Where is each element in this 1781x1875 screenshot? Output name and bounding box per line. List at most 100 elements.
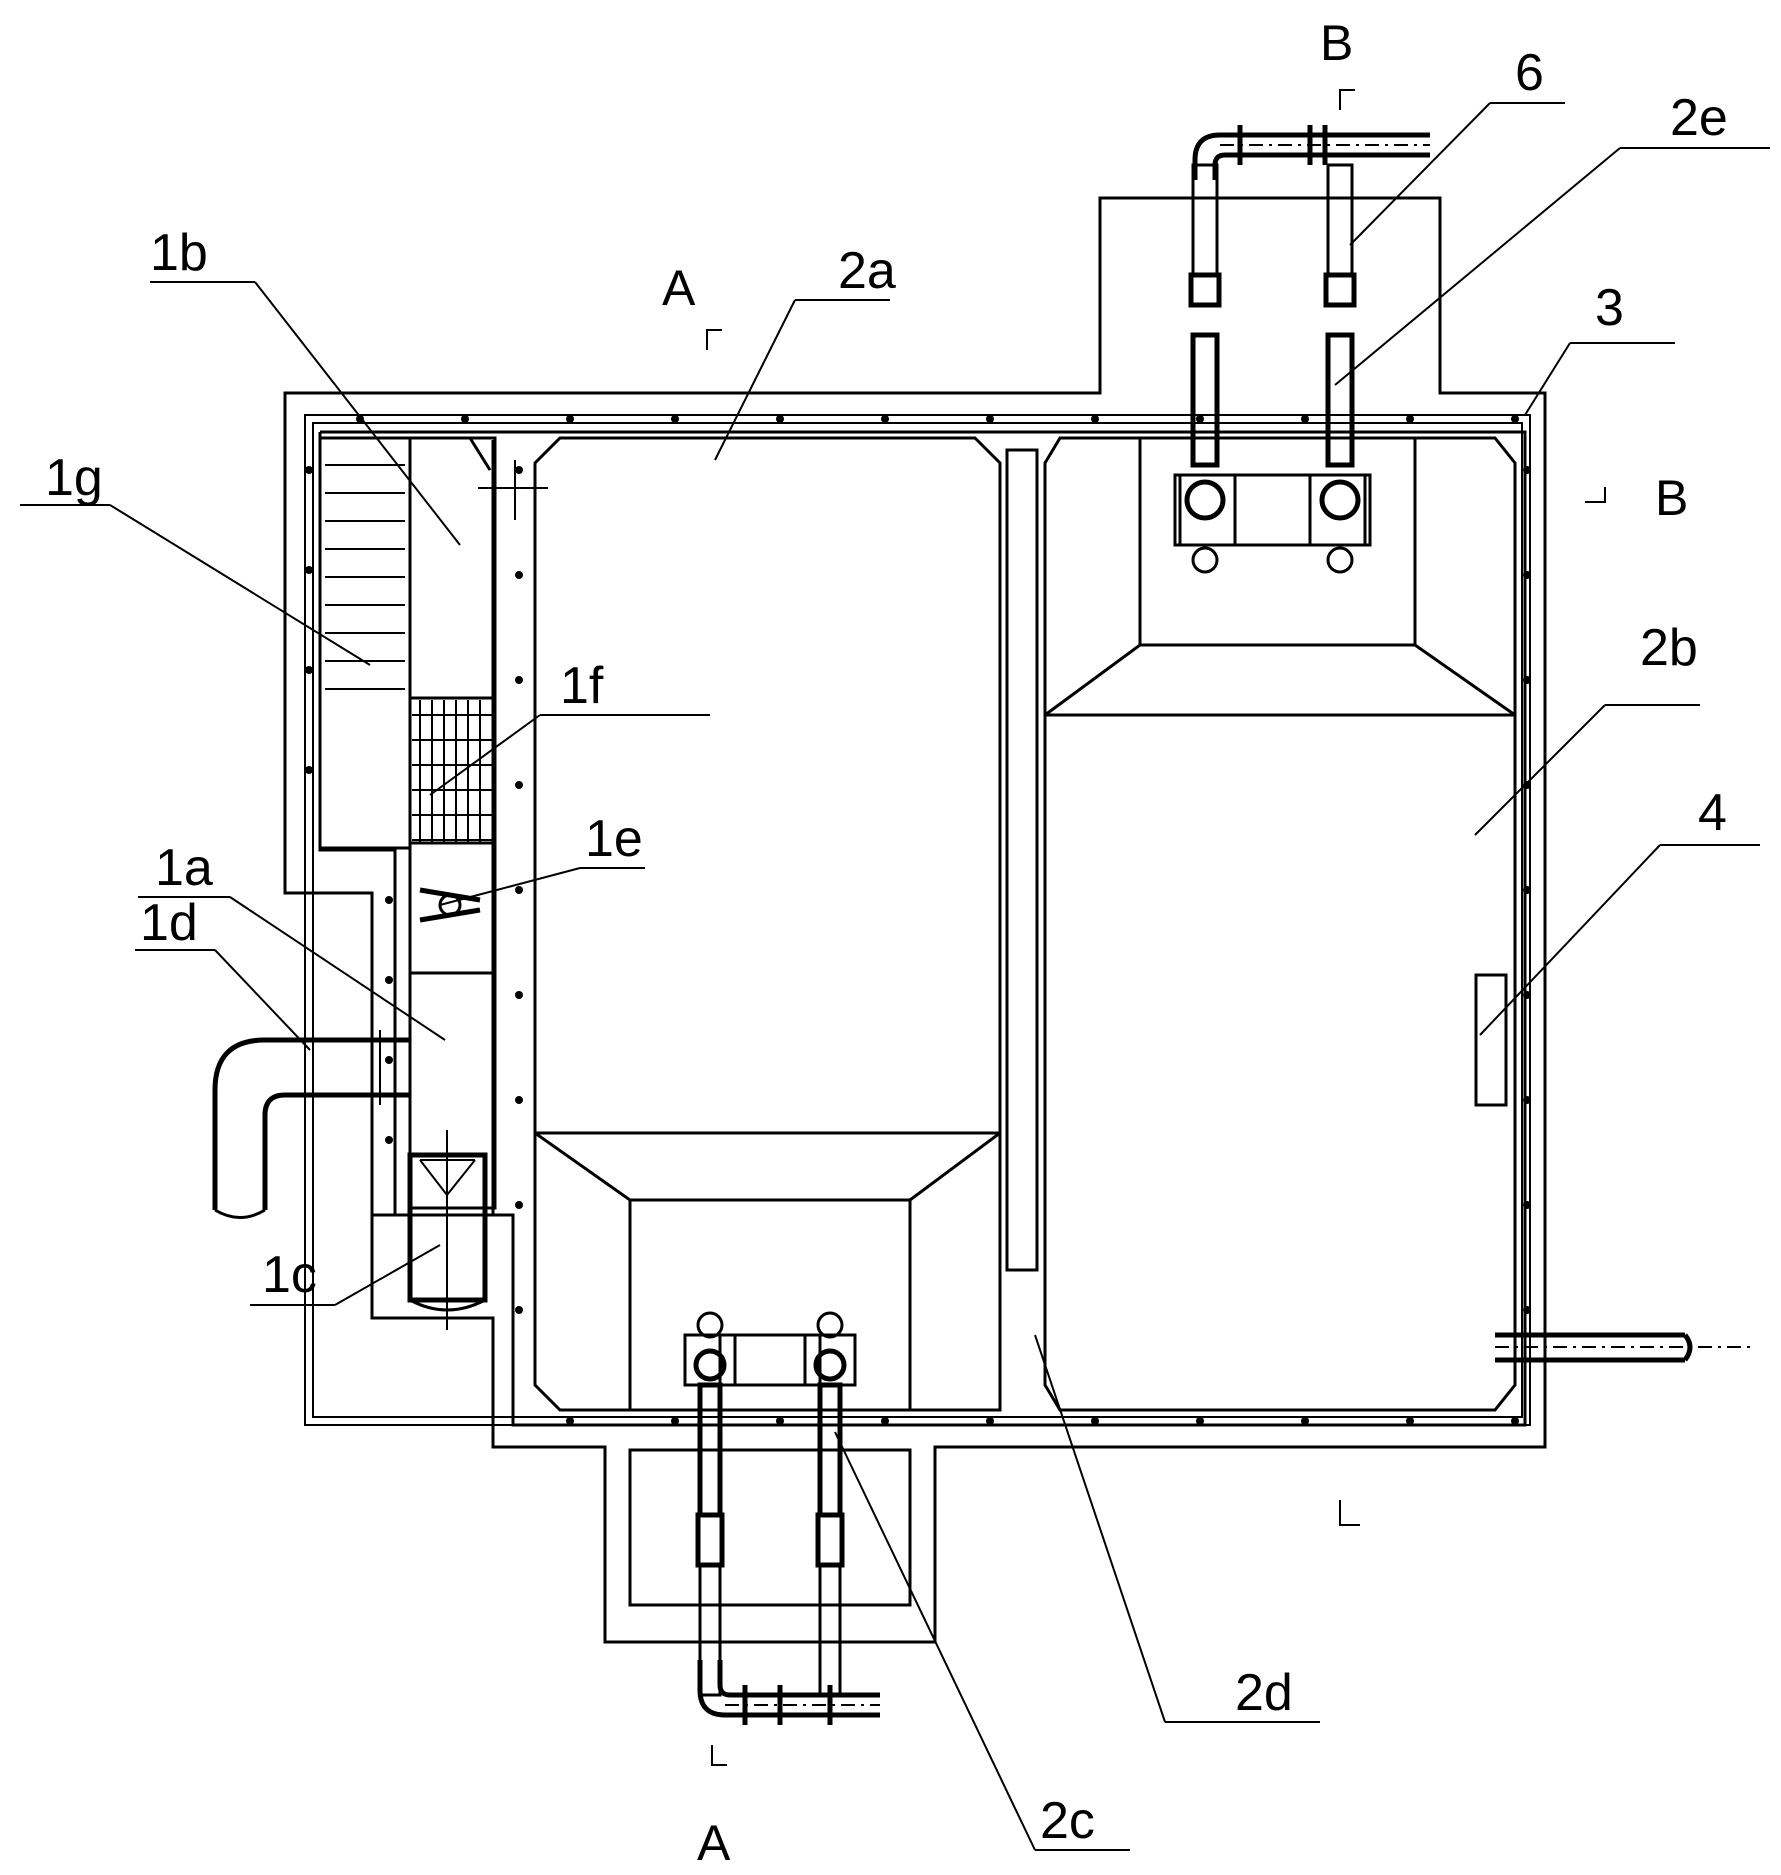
label-1d: 1d [140, 894, 198, 952]
rim-dot [1523, 571, 1531, 579]
rim-dot [515, 991, 523, 999]
rim-dot [1523, 676, 1531, 684]
pump-impeller [1184, 479, 1226, 521]
tank-2b [1043, 436, 1517, 1412]
pump-foot [696, 1311, 724, 1339]
rim-dot [385, 1056, 393, 1064]
pipe-flange [695, 1512, 725, 1568]
section-b-top: B [1320, 15, 1353, 71]
rim-dot [385, 1136, 393, 1144]
rim-dot [305, 566, 313, 574]
rim-dot [461, 415, 469, 423]
label-2b: 2b [1640, 619, 1698, 677]
labels: 1b 1g 1f 1e 1a 1d 1c 2a 2b 2c 2d 2e 3 4 … [45, 44, 1728, 1850]
rim-dot [776, 1417, 784, 1425]
rim-dot [671, 415, 679, 423]
pump-pipe [1191, 163, 1219, 277]
rim-dot [356, 415, 364, 423]
section-a-top: A [662, 260, 696, 316]
pump-foot [1326, 546, 1354, 574]
rim-dot [515, 781, 523, 789]
rim-dot [1196, 415, 1204, 423]
rim-dot [566, 415, 574, 423]
rim-dot [515, 886, 523, 894]
rim-dot [1301, 415, 1309, 423]
label-2d: 2d [1235, 1664, 1293, 1722]
pump-shaft [1325, 332, 1355, 468]
bearing-symbol [419, 887, 481, 923]
rim-dot [1511, 415, 1519, 423]
rim-dot [881, 415, 889, 423]
section-b-right: B [1655, 470, 1688, 526]
pipe-flange [1188, 272, 1222, 308]
label-3: 3 [1595, 279, 1624, 337]
rim-dot [515, 466, 523, 474]
pipe-1c [407, 1130, 488, 1330]
label-2c: 2c [1040, 1792, 1095, 1850]
rim-dot [1406, 415, 1414, 423]
top-pump-assembly [1173, 125, 1430, 574]
label-1c: 1c [262, 1246, 317, 1304]
rim-dot [1091, 415, 1099, 423]
rim-dot [1511, 1417, 1519, 1425]
baffle-wall [1005, 448, 1039, 1272]
pump-pipe [698, 1563, 722, 1697]
pump-body [1173, 473, 1237, 547]
pump-impeller [1319, 479, 1361, 521]
label-1a: 1a [155, 839, 213, 897]
label-2e: 2e [1670, 89, 1728, 147]
rim-dot [671, 1417, 679, 1425]
rim-dot [1523, 466, 1531, 474]
rim-dot [305, 466, 313, 474]
leader-lines [20, 102, 1770, 1851]
rim-dot [1523, 1096, 1531, 1104]
rim-dot [515, 1096, 523, 1104]
rim-dot [566, 1417, 574, 1425]
rim-dot [1523, 781, 1531, 789]
rim-dot [986, 415, 994, 423]
pump-pipe [1326, 163, 1354, 277]
left-rooms [318, 436, 548, 1215]
rim-dot [305, 666, 313, 674]
section-a-bottom: A [697, 1815, 731, 1870]
inner-rim [304, 414, 1531, 1426]
label-1f: 1f [560, 657, 604, 715]
pump-impeller [693, 1348, 727, 1382]
pump-pipe [818, 1563, 842, 1697]
rim-dot [881, 1417, 889, 1425]
label-1b: 1b [150, 224, 208, 282]
rim-dot [986, 1417, 994, 1425]
pump-shaft [1190, 332, 1220, 468]
label-1e: 1e [585, 810, 643, 868]
rim-dot [515, 1201, 523, 1209]
pump-foot [1191, 546, 1219, 574]
rim-dot [776, 415, 784, 423]
pipe-1d [212, 1030, 410, 1219]
label-1g: 1g [45, 449, 103, 507]
rim-dot [1523, 1306, 1531, 1314]
pipe-flange [1323, 272, 1357, 308]
pump-foot [816, 1311, 844, 1339]
rim-dot [515, 1306, 523, 1314]
rim-dot [515, 571, 523, 579]
rim-dot [1523, 1201, 1531, 1209]
rim-dot [1523, 991, 1531, 999]
rim-dot [1301, 1417, 1309, 1425]
pump-body [1308, 473, 1372, 547]
pipe-flange [815, 1512, 845, 1568]
rim-dot [1196, 1417, 1204, 1425]
rim-dot [385, 896, 393, 904]
right-outlet-pipe [1495, 1332, 1750, 1363]
rim-dot [1091, 1417, 1099, 1425]
rim-dot [305, 766, 313, 774]
pump-impeller [813, 1348, 847, 1382]
label-6: 6 [1515, 44, 1544, 102]
label-2a: 2a [838, 242, 896, 300]
label-4: 4 [1698, 784, 1727, 842]
rim-dot [385, 976, 393, 984]
rim-dot [515, 676, 523, 684]
rim-dot [1523, 886, 1531, 894]
bottom-pump-assembly [628, 1311, 912, 1725]
rim-dot [1406, 1417, 1414, 1425]
